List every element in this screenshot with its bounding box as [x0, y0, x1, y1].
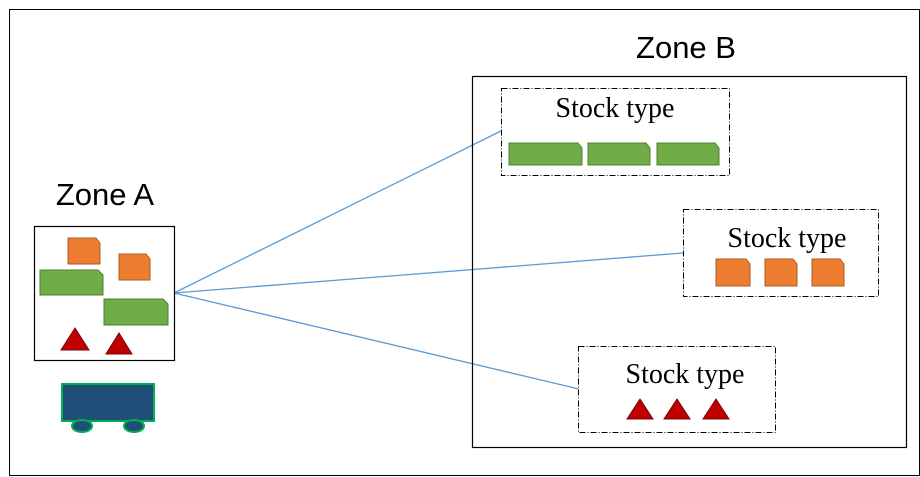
- green-pallet-icon: [39, 269, 104, 296]
- truck-wheel: [123, 419, 145, 433]
- truck-wheel: [71, 419, 93, 433]
- zone-b-frame: [471, 75, 908, 449]
- stock-type-label: Stock type: [556, 93, 675, 124]
- red-triangle-icon: [663, 398, 691, 420]
- orange-box-icon: [118, 253, 151, 281]
- green-pallet-icon: [587, 142, 651, 166]
- stock-group-pallets: Stock type: [501, 88, 730, 176]
- zone-b-title: Zone B: [636, 30, 736, 65]
- zone-a-box: [33, 225, 176, 362]
- red-triangle-icon: [626, 398, 654, 420]
- orange-box-icon: [67, 237, 101, 265]
- stock-group-triangles: Stock type: [578, 346, 776, 433]
- connector-line-boxes: [173, 252, 684, 294]
- stock-type-label: Stock type: [728, 223, 847, 254]
- red-triangle-icon: [60, 327, 90, 351]
- connector-line-triangles: [173, 292, 580, 390]
- orange-box-icon: [811, 258, 845, 287]
- truck-body: [61, 383, 155, 422]
- red-triangle-icon: [105, 332, 133, 355]
- zone-a-title: Zone A: [56, 177, 155, 212]
- orange-box-icon: [715, 258, 751, 287]
- stock-group-boxes: Stock type: [683, 209, 879, 297]
- stock-type-label: Stock type: [626, 359, 745, 390]
- green-pallet-icon: [508, 142, 583, 166]
- connector-line-pallets: [173, 130, 502, 294]
- red-triangle-icon: [702, 398, 730, 420]
- truck-icon: [61, 383, 155, 433]
- green-pallet-icon: [103, 298, 169, 326]
- green-pallet-icon: [656, 142, 720, 166]
- orange-box-icon: [764, 258, 798, 287]
- connector-lines: [173, 130, 684, 390]
